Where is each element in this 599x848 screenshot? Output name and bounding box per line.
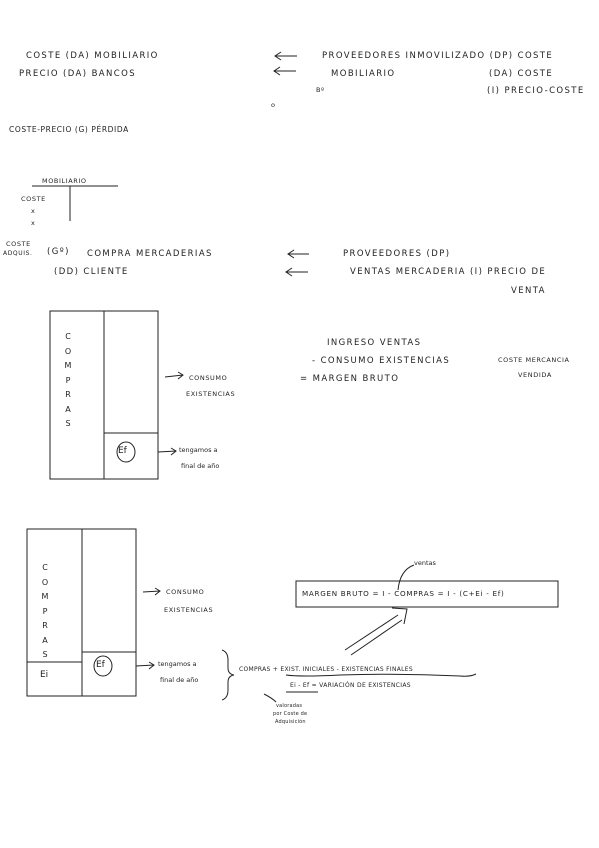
diagram1-arrow2-label1: tengamos a	[179, 446, 218, 454]
row1-dot: o	[271, 101, 276, 109]
diagram2-box	[26, 528, 137, 697]
row2-right-line1: PROVEEDORES (DP)	[343, 249, 451, 259]
arrow-left-1	[274, 51, 297, 61]
brace-note-small3: Adquisición	[275, 719, 306, 725]
diagram1-arrow1-label1: CONSUMO	[189, 374, 228, 382]
brace-underlines	[263, 673, 477, 703]
diagram2-initial-symbol: Ei	[40, 670, 49, 680]
row1-right-line3: Bº	[316, 86, 325, 94]
diagram1-box	[49, 310, 159, 480]
row2-label-a: COSTE	[6, 240, 31, 248]
diagram2-circle	[93, 655, 113, 677]
t-account-debit-3: x	[31, 219, 36, 227]
margin-side2: VENDIDA	[518, 371, 552, 379]
diagram1-circle	[116, 441, 136, 463]
brace	[221, 649, 235, 701]
diagram1-final-symbol: Ef	[118, 446, 127, 456]
diagram2-arrow1-label1: CONSUMO	[166, 588, 205, 596]
row2-gasto: (Gº)	[47, 247, 70, 257]
row2-right-line2: VENTAS MERCADERIA (I) PRECIO DE	[350, 267, 547, 277]
diagram2-arrow2	[135, 661, 155, 670]
arrow-left-3	[287, 249, 309, 259]
formula-ventas-label: ventas	[414, 559, 436, 567]
margin-line1: INGRESO VENTAS	[327, 338, 422, 348]
t-account-title: MOBILIARIO	[42, 177, 87, 185]
t-account-lines	[32, 185, 118, 221]
margin-line3: = MARGEN BRUTO	[300, 374, 400, 384]
row2-label-b: ADQUIS.	[3, 250, 33, 257]
row2-left-line2: (DD) CLIENTE	[54, 267, 129, 277]
row2-left-line1: COMPRA MERCADERIAS	[87, 249, 213, 259]
diagram2-arrow2-label1: tengamos a	[158, 660, 197, 668]
row1-right-line2b: (DA) COSTE	[489, 69, 554, 79]
brace-note-line1: COMPRAS + EXIST. INICIALES - EXISTENCIAS…	[239, 666, 414, 673]
t-account-debit-1: COSTE	[21, 195, 46, 203]
brace-note-small2: por Coste de	[273, 711, 308, 717]
diagram1-vertical-letters: C O M P R A S	[64, 332, 72, 428]
formula-box-outline	[295, 580, 559, 608]
row1-left-line1: COSTE (DA) MOBILIARIO	[26, 51, 159, 61]
brace-note-line2: Ei - Ef = VARIACIÓN DE EXISTENCIAS	[290, 682, 411, 689]
t-account-debit-2: x	[31, 207, 36, 215]
diagram1-arrow1-label2: EXISTENCIAS	[186, 390, 236, 398]
ventas-callout	[397, 564, 415, 591]
diagram1-arrow1	[164, 371, 184, 380]
diagram2-arrow1-label2: EXISTENCIAS	[164, 606, 214, 614]
row2-right-line3: VENTA	[511, 286, 546, 296]
arrow-left-4	[285, 267, 308, 277]
diagram2-vertical-letters: C O M P R A S	[41, 563, 49, 659]
diagram1-arrow2-label2: final de año	[181, 462, 220, 470]
diagram2-arrow2-label2: final de año	[160, 676, 199, 684]
diagram1-arrow2	[157, 447, 177, 456]
margin-line2: - CONSUMO EXISTENCIAS	[312, 356, 451, 366]
row1-left-line2: PRECIO (DA) BANCOS	[19, 69, 137, 79]
formula-box-text: MARGEN BRUTO = I - COMPRAS = I - (C+Ei -…	[302, 589, 505, 598]
diagram2-final-symbol: Ef	[96, 660, 105, 670]
brace-note-small1: valoradas	[276, 703, 303, 709]
row1-right-line1: PROVEEDORES INMOVILIZADO (DP) COSTE	[322, 51, 554, 61]
row1-right-line3b: (I) PRECIO-COSTE	[487, 86, 585, 96]
diagram2-arrow1	[142, 587, 161, 596]
big-arrow	[344, 607, 408, 656]
loss-line: COSTE-PRECIO (G) PÉRDIDA	[9, 125, 129, 134]
margin-side1: COSTE MERCANCIA	[498, 356, 570, 364]
arrow-left-2	[273, 66, 296, 76]
row1-right-line2: MOBILIARIO	[331, 69, 396, 79]
